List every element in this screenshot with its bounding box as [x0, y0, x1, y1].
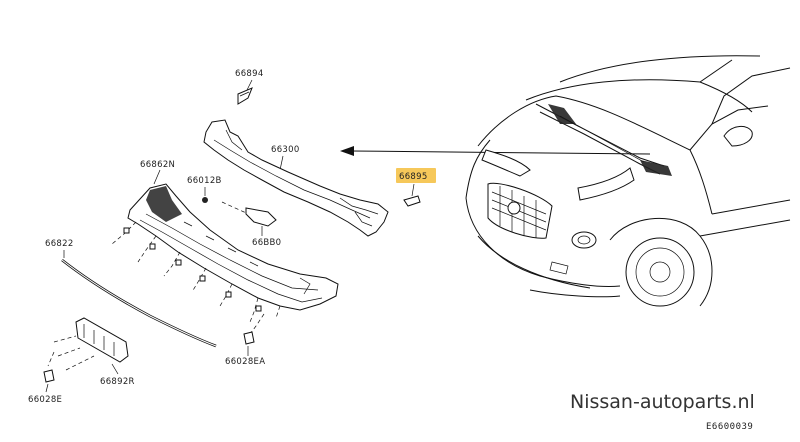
part-66028E-shape — [43, 351, 55, 393]
part-66862N-shape — [111, 169, 339, 323]
label-66895[interactable]: 66895 — [399, 172, 428, 182]
part-66012B-shape — [202, 187, 208, 203]
part-66BB0-shape — [221, 201, 277, 236]
highlight-box-66895 — [396, 168, 436, 183]
label-66012B[interactable]: 66012B — [187, 176, 222, 186]
part-66300-shape — [203, 119, 389, 237]
part-66895-shape — [403, 183, 421, 207]
pointer-arrow — [340, 146, 651, 156]
label-66028E[interactable]: 66028E — [28, 395, 62, 405]
label-66894[interactable]: 66894 — [235, 69, 264, 79]
car-illustration — [465, 55, 791, 307]
label-66300[interactable]: 66300 — [271, 145, 300, 155]
part-66892R-shape — [53, 317, 129, 375]
label-66862N[interactable]: 66862N — [140, 160, 175, 170]
part-66894-shape — [237, 79, 253, 105]
part-66822-shape — [61, 250, 217, 348]
label-66BB0[interactable]: 66BB0 — [252, 238, 281, 248]
label-66028EA[interactable]: 66028EA — [225, 357, 265, 367]
label-66892R[interactable]: 66892R — [100, 377, 135, 387]
label-66822[interactable]: 66822 — [45, 239, 74, 249]
diagram-code: E6600039 — [706, 422, 753, 432]
part-66028EA-shape — [243, 313, 265, 356]
watermark-text: Nissan-autoparts.nl — [570, 391, 755, 413]
